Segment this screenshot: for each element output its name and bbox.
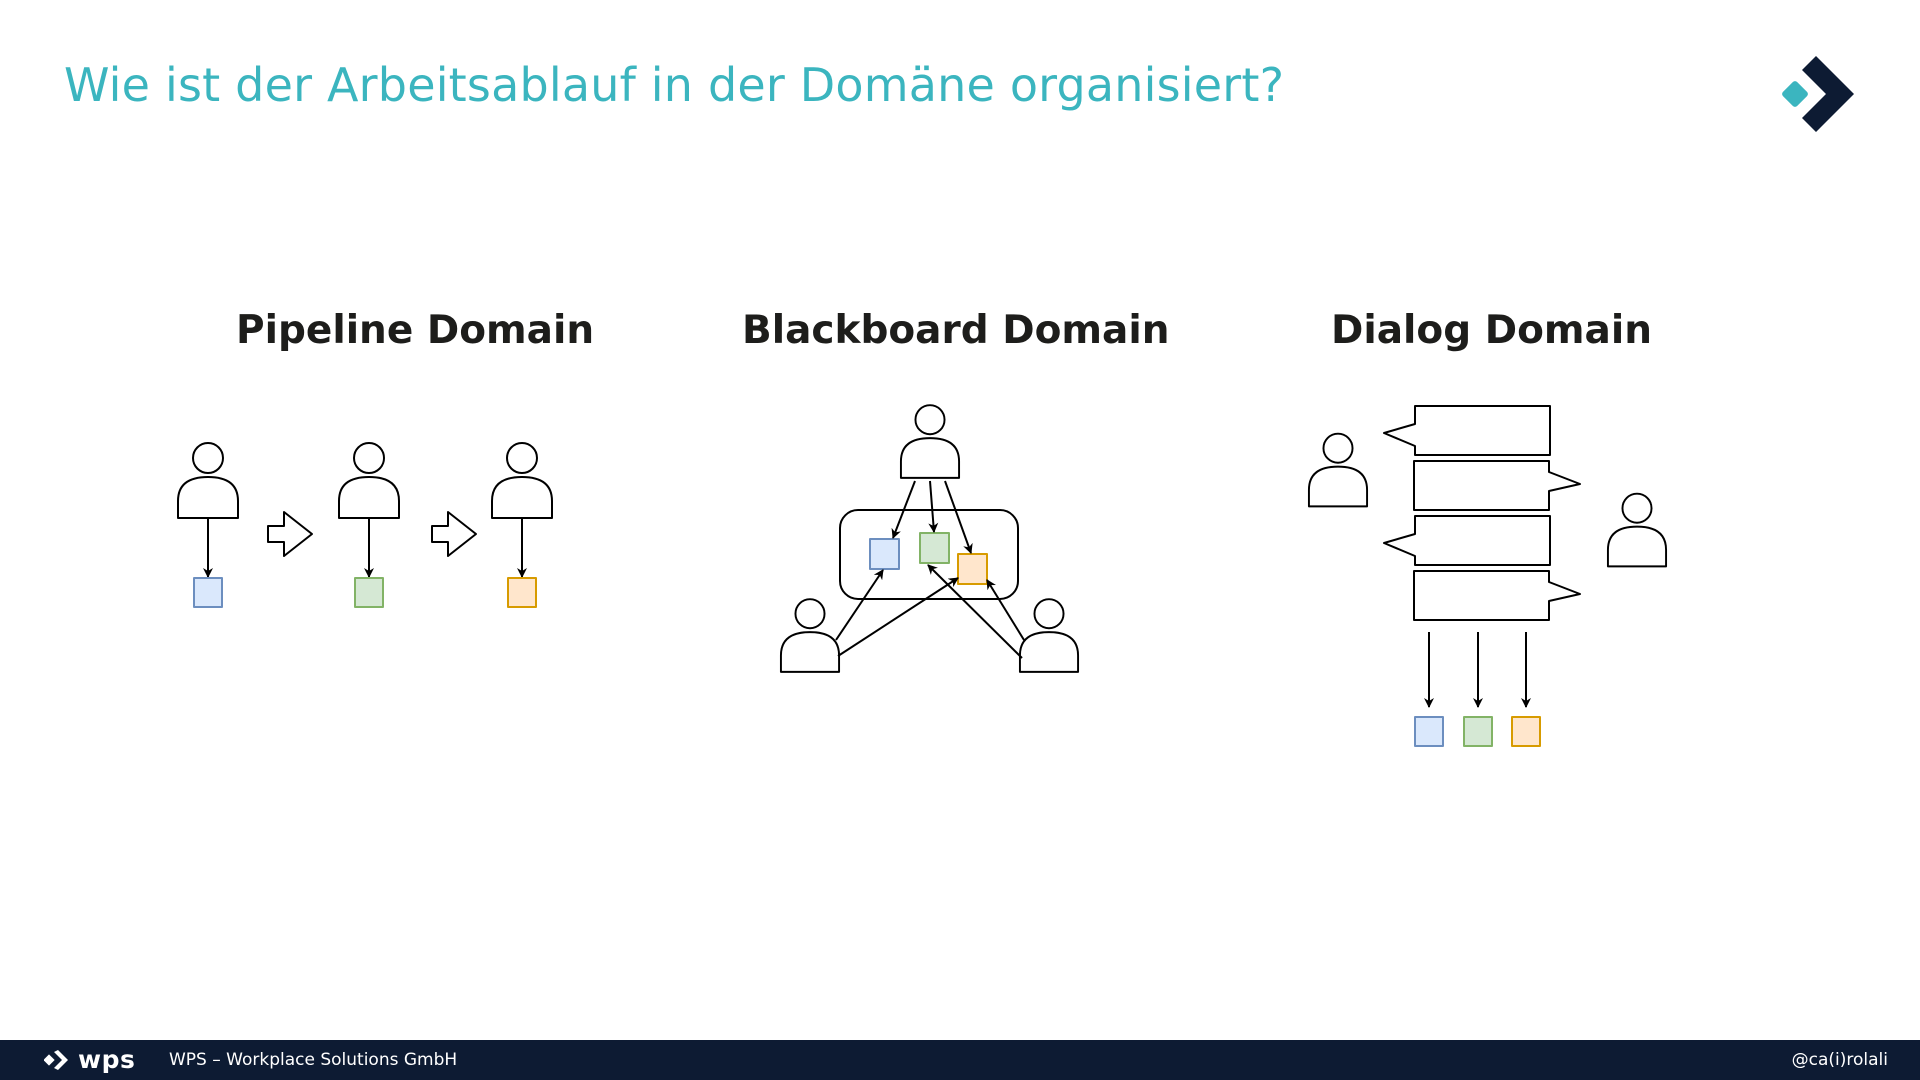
footer-bar: wps WPS – Workplace Solutions GmbH @ca(i… <box>0 1040 1920 1080</box>
pipeline-person-1-icon <box>177 442 239 519</box>
pipeline-person-2-icon <box>338 442 400 519</box>
domain-diagrams <box>177 404 1668 747</box>
pipeline-artifact-green <box>354 577 384 608</box>
blackboard-person-right-icon <box>1018 598 1080 673</box>
footer-logo-text: wps <box>78 1045 136 1074</box>
dialog-speech-bubble-3 <box>1383 515 1551 566</box>
pipeline-flow-arrow-1-icon <box>267 511 313 557</box>
dialog-person-left-icon <box>1307 432 1369 508</box>
pipeline-diagram <box>177 442 553 608</box>
blackboard-connector-right-green <box>927 564 1023 659</box>
blackboard-connector-top-blue <box>891 480 916 539</box>
blackboard-connector-top-orange <box>944 480 973 554</box>
dialog-person-right-icon <box>1606 492 1668 568</box>
blackboard-connector-top-green <box>928 480 939 533</box>
dialog-speech-bubble-4 <box>1413 570 1581 621</box>
blackboard-person-left-icon <box>779 598 841 673</box>
blackboard-artifact-orange <box>957 553 988 585</box>
blackboard-diagram <box>779 404 1080 673</box>
dialog-speech-bubble-1 <box>1383 405 1551 456</box>
blackboard-connector-left-blue <box>835 569 884 641</box>
dialog-artifact-green <box>1463 716 1493 747</box>
blackboard-artifact-blue <box>869 538 900 570</box>
section-title-blackboard: Blackboard Domain <box>742 308 1170 353</box>
blackboard-artifact-green <box>919 532 950 564</box>
wps-logo-icon <box>1782 56 1854 132</box>
footer-company: WPS – Workplace Solutions GmbH <box>169 1050 458 1070</box>
pipeline-artifact-orange <box>507 577 537 608</box>
wps-chevron-logo-icon <box>44 1050 68 1070</box>
dialog-artifact-blue <box>1414 716 1444 747</box>
logo-diamond <box>1782 81 1808 107</box>
footer-logo: wps <box>44 1045 136 1074</box>
dialog-diagram <box>1307 405 1668 747</box>
blackboard-connector-right-orange <box>986 579 1025 641</box>
section-title-pipeline: Pipeline Domain <box>236 308 595 353</box>
slide-title: Wie ist der Arbeitsablauf in der Domäne … <box>64 58 1285 112</box>
dialog-artifact-orange <box>1511 716 1541 747</box>
blackboard-connector-left-orange <box>837 577 959 657</box>
pipeline-flow-arrow-2-icon <box>431 511 477 557</box>
logo-chevron <box>1802 56 1854 132</box>
footer-handle: @ca(i)rolali <box>1791 1050 1888 1070</box>
section-title-dialog: Dialog Domain <box>1331 308 1652 353</box>
pipeline-person-3-icon <box>491 442 553 519</box>
pipeline-artifact-blue <box>193 577 223 608</box>
blackboard-person-top-icon <box>899 404 961 479</box>
dialog-speech-bubble-2 <box>1413 460 1581 511</box>
